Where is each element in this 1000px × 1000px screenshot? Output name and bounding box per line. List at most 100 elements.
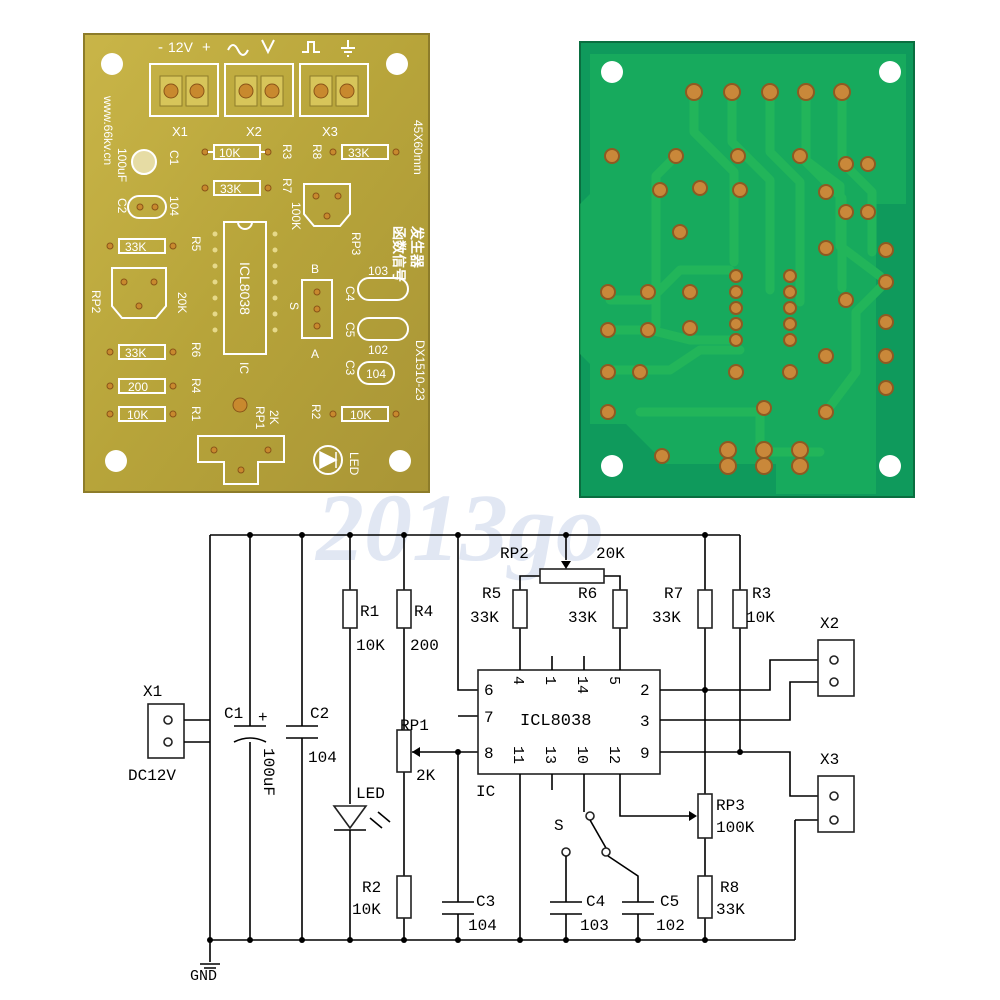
ic-icl8038-body xyxy=(477,669,661,775)
label-pin-12: 12 xyxy=(605,746,622,764)
mounting-hole-icon xyxy=(879,455,901,477)
sine-wave-icon xyxy=(227,44,249,56)
label-pin-10: 10 xyxy=(573,746,590,764)
label-r3-value: 10K xyxy=(219,146,240,160)
label-switch-s: S xyxy=(554,817,564,835)
label-pin-13: 13 xyxy=(541,746,558,764)
label-c2-value: 104 xyxy=(308,749,337,767)
watermark: 2013go xyxy=(314,474,604,581)
label-r1-value: 10K xyxy=(127,408,148,422)
label-model: DX1510-23 xyxy=(413,340,427,401)
label-c5-value: 102 xyxy=(656,917,685,935)
label-r2: R2 xyxy=(362,879,381,897)
label-r5: R5 xyxy=(189,236,203,252)
rp1-wiper-arrow-icon xyxy=(412,747,420,757)
ground-icon xyxy=(341,40,355,57)
label-r5-value: 33K xyxy=(470,609,499,627)
label-switch-b: B xyxy=(311,262,319,276)
copper-traces xyxy=(605,87,891,457)
label-r6: R6 xyxy=(189,342,203,358)
label-r1: R1 xyxy=(189,406,203,422)
label-rp3: RP3 xyxy=(716,797,745,815)
label-pin-1: 1 xyxy=(541,676,558,685)
label-rp2: RP2 xyxy=(89,290,103,314)
label-c1: C1 xyxy=(167,150,181,166)
label-pin-7: 7 xyxy=(484,709,494,727)
rp1-pot-footprint xyxy=(197,435,285,485)
resistor-footprint-r8 xyxy=(329,144,400,160)
rp1-pad-icon xyxy=(232,397,248,413)
junction-dots xyxy=(207,532,743,943)
label-x1: X1 xyxy=(172,124,188,139)
label-r2-value: 10K xyxy=(350,408,371,422)
label-plus: + xyxy=(202,39,211,56)
label-12v: 12V xyxy=(168,39,194,55)
switch-footprint xyxy=(301,279,333,339)
label-rp2: RP2 xyxy=(500,545,529,563)
label-rp3-value: 100K xyxy=(716,819,755,837)
r1-resistor-icon xyxy=(342,589,358,629)
label-r1: R1 xyxy=(360,603,379,621)
mounting-hole-icon xyxy=(879,61,901,83)
label-r5-value: 33K xyxy=(125,240,146,254)
label-r6: R6 xyxy=(578,585,597,603)
rp3-trimmer-icon xyxy=(303,183,351,227)
label-c1-value: 100uF xyxy=(259,748,277,796)
terminal-block-x3 xyxy=(299,63,369,117)
switch-contact-icon xyxy=(585,811,595,821)
label-c5: C5 xyxy=(343,322,357,338)
label-r2: R2 xyxy=(309,404,323,420)
label-gnd: GND xyxy=(190,968,217,985)
r4-resistor-icon xyxy=(396,589,412,629)
label-c3-value: 104 xyxy=(468,917,497,935)
label-x1: X1 xyxy=(143,683,162,701)
label-c1-plus: + xyxy=(258,709,268,727)
label-rp1-value: 2K xyxy=(416,767,436,785)
label-rp2-value: 20K xyxy=(175,292,189,313)
terminal-block-x1 xyxy=(149,63,219,117)
schematic-diagram: X1 DC12V C1 + 100uF C2 104 R1 10K LED R4… xyxy=(128,532,855,985)
label-r8-value: 33K xyxy=(716,901,745,919)
label-c5: C5 xyxy=(660,893,679,911)
label-board-size: 45X60mm xyxy=(411,120,425,175)
label-c2: C2 xyxy=(310,705,329,723)
label-rp2-value: 20K xyxy=(596,545,625,563)
label-pin-6: 6 xyxy=(484,682,494,700)
label-x3: X3 xyxy=(820,751,839,769)
label-led: LED xyxy=(347,452,361,476)
label-pin-5: 5 xyxy=(605,676,622,685)
label-pin-14: 14 xyxy=(573,676,590,694)
label-pin-2: 2 xyxy=(640,682,650,700)
ic-pin-pads xyxy=(212,231,278,333)
rp3-wiper-arrow-icon xyxy=(689,811,697,821)
label-x2: X2 xyxy=(246,124,262,139)
resistor-footprint-r7 xyxy=(201,180,272,196)
r2-resistor-icon xyxy=(396,875,412,919)
label-led: LED xyxy=(356,785,385,803)
resistor-footprint-r2 xyxy=(329,406,400,422)
label-ic-name: ICL8038 xyxy=(520,712,591,731)
rp1-potentiometer-icon xyxy=(396,729,412,773)
label-c3-value: 104 xyxy=(366,367,386,381)
label-switch-a: A xyxy=(311,347,319,361)
resistor-footprint-r4 xyxy=(106,378,177,394)
label-pin-11: 11 xyxy=(509,746,526,764)
label-r6-value: 33K xyxy=(125,346,146,360)
switch-contact-icon xyxy=(561,847,571,857)
label-r1-value: 10K xyxy=(356,637,385,655)
label-pin-3: 3 xyxy=(640,713,650,731)
led-diode-icon xyxy=(332,805,368,830)
mounting-hole-icon xyxy=(101,53,123,75)
mounting-hole-icon xyxy=(601,455,623,477)
square-wave-icon xyxy=(302,41,320,53)
label-ic-ref: IC xyxy=(476,783,495,801)
label-r2-value: 10K xyxy=(352,901,381,919)
label-c3: C3 xyxy=(476,893,495,911)
label-ic-name: ICL8038 xyxy=(237,262,253,315)
label-r7-value: 33K xyxy=(220,182,241,196)
mounting-hole-icon xyxy=(601,61,623,83)
resistor-footprint-r6 xyxy=(106,344,177,360)
c5-capacitor-icon xyxy=(357,317,409,341)
label-c4: C4 xyxy=(586,893,605,911)
